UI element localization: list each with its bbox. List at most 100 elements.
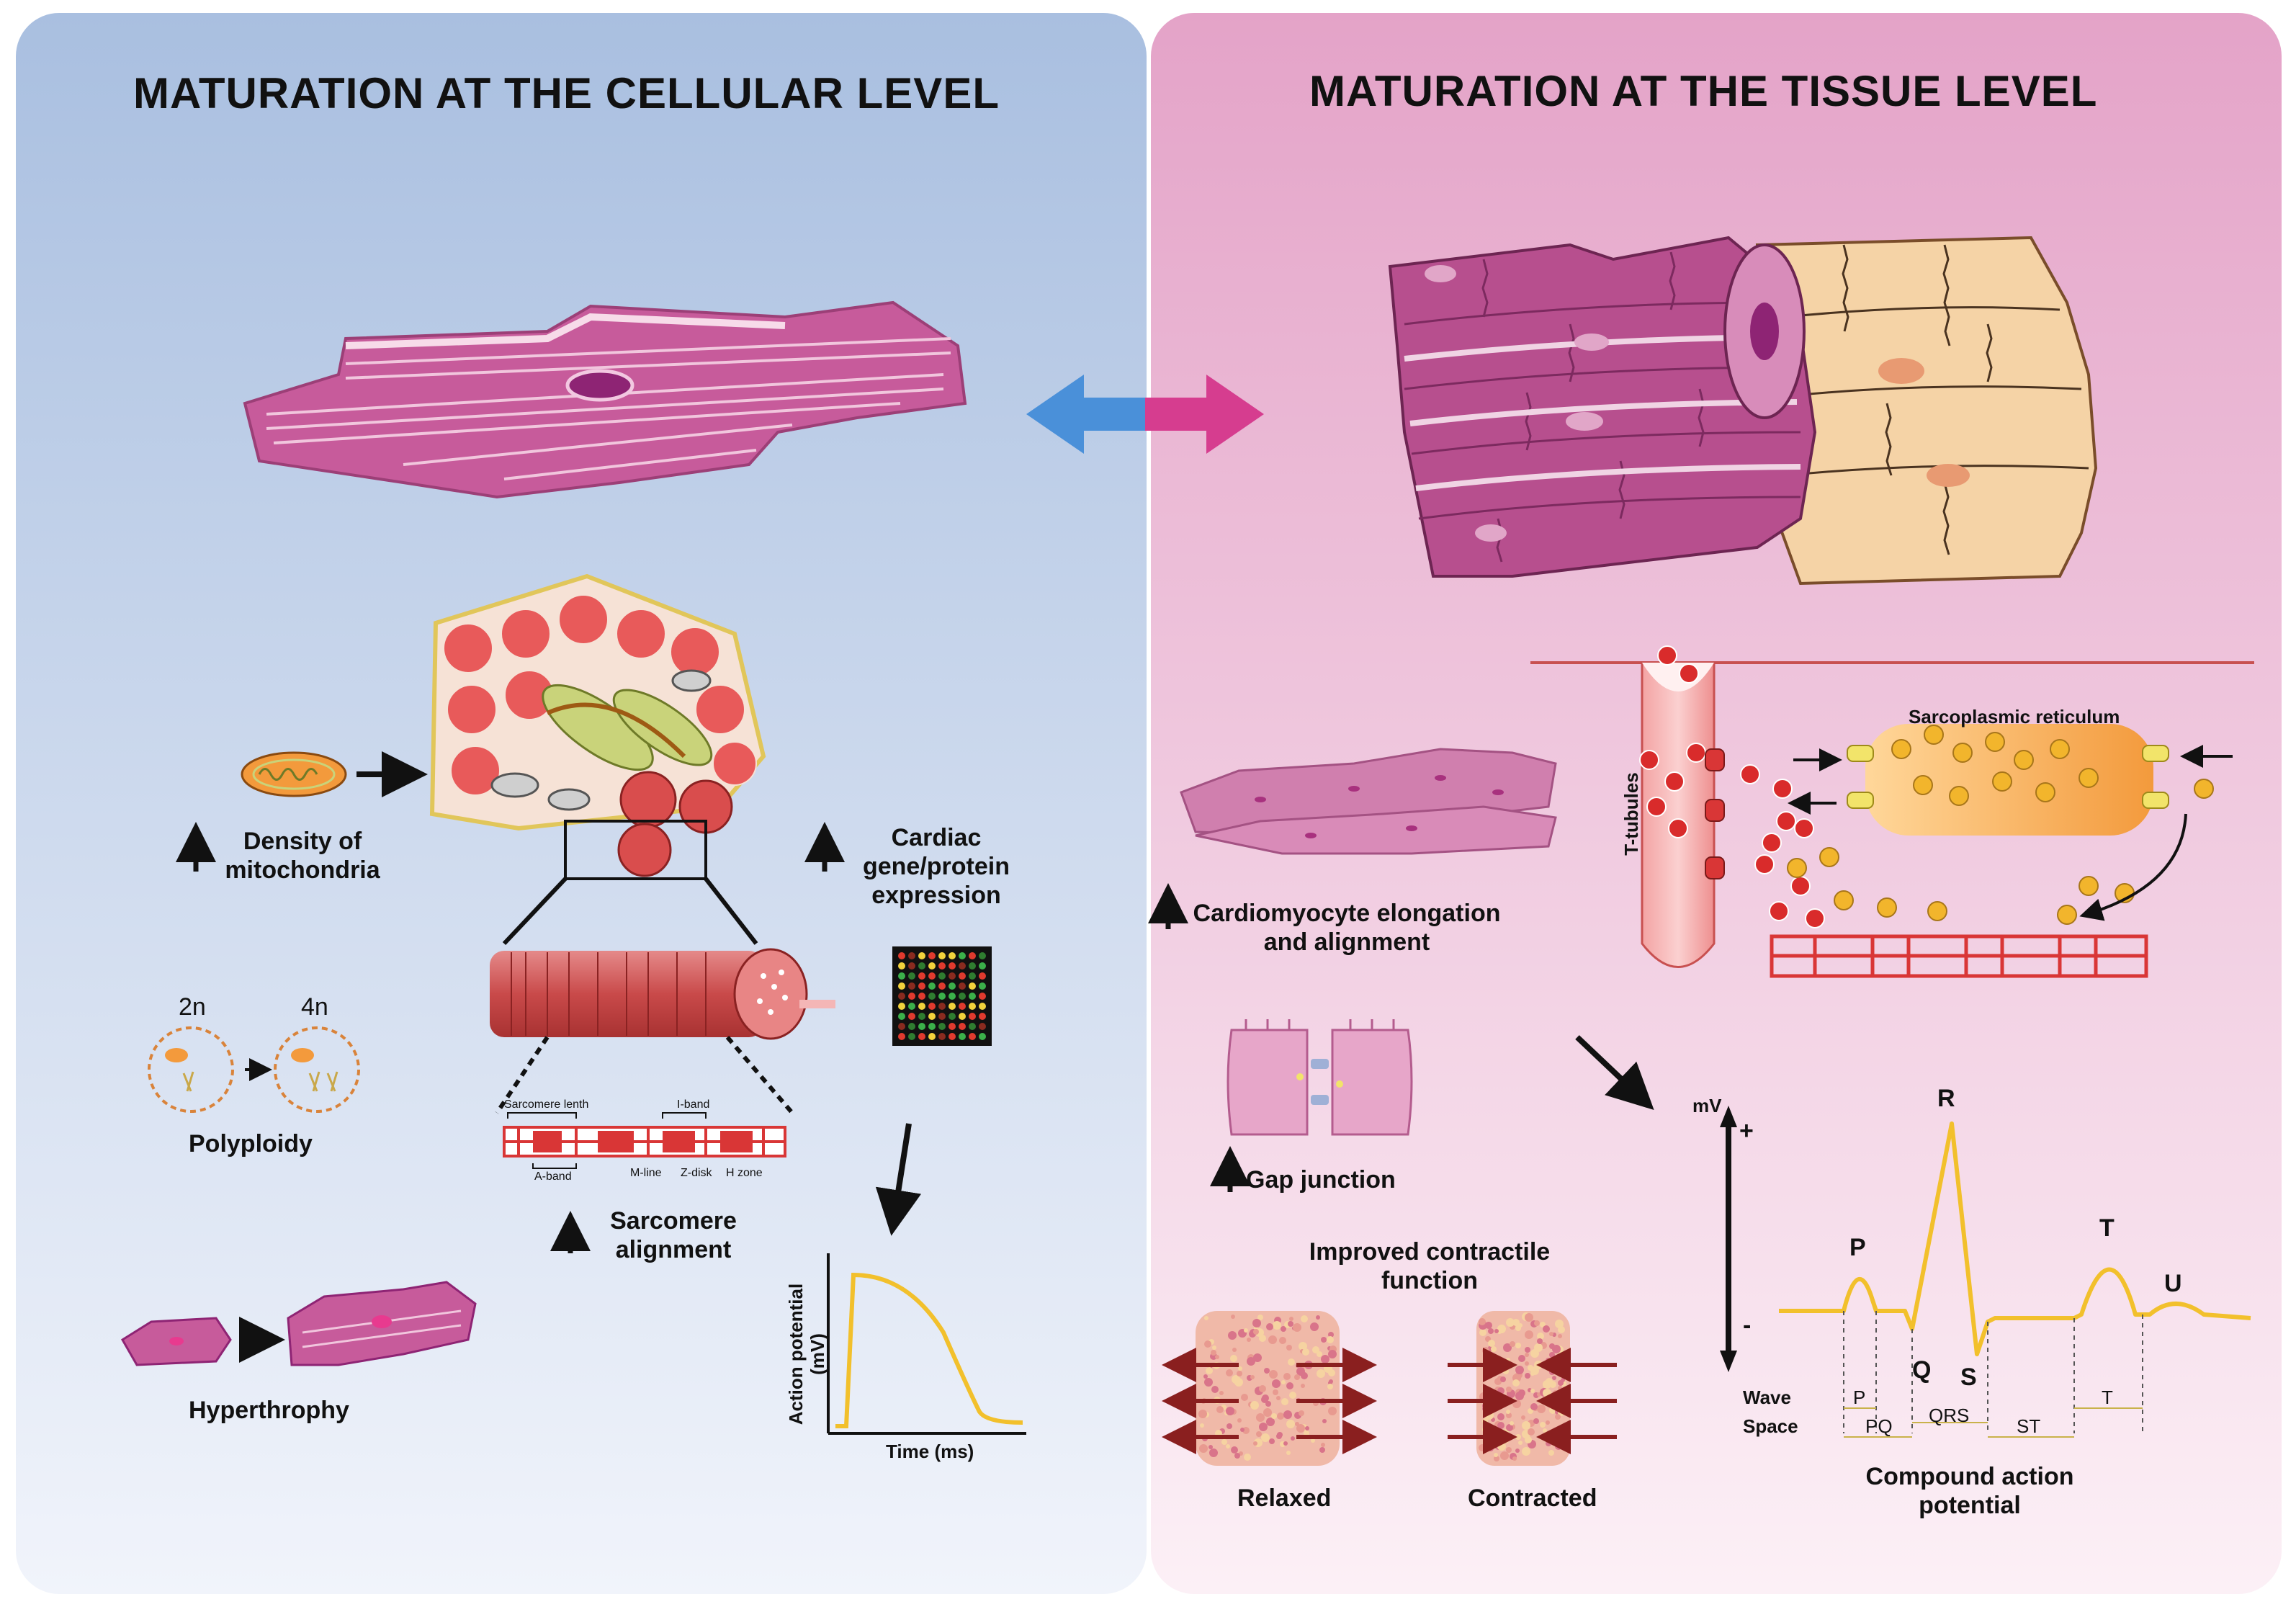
up-arrows-cellular	[176, 822, 845, 1253]
sr-label: Sarcoplasmic reticulum	[1909, 706, 2120, 727]
ecg-minus: -	[1743, 1312, 1752, 1339]
tissue-texture-dot	[1209, 1448, 1218, 1457]
tissue-texture-dot	[1261, 1396, 1268, 1403]
tissue-texture-dot	[1506, 1387, 1512, 1392]
ecg-plus: +	[1739, 1117, 1754, 1145]
calcium-ion-red	[1772, 779, 1793, 799]
tissue-title: MATURATION AT THE TISSUE LEVEL	[1309, 67, 2098, 115]
microarray-spot	[949, 1013, 956, 1020]
calcium-ion-gold	[2050, 739, 2070, 759]
tissue-texture-dot	[1227, 1423, 1232, 1429]
tissue-texture-dot	[1327, 1384, 1333, 1389]
tissue-texture-dot	[1211, 1386, 1219, 1393]
tissue-texture-dot	[1485, 1322, 1492, 1329]
microarray-spot	[928, 962, 936, 970]
microarray-spot	[918, 952, 925, 959]
calcium-ion-red	[1686, 743, 1706, 763]
tissue-texture-dot	[1530, 1389, 1535, 1393]
tissue-texture-dot	[1518, 1355, 1525, 1362]
tissue-texture-dot	[1204, 1378, 1213, 1387]
tissue-texture-dot	[1525, 1353, 1529, 1357]
tissue-texture-dot	[1488, 1446, 1494, 1451]
tissue-texture-dot	[1543, 1325, 1550, 1333]
tissue-texture-dot	[1283, 1441, 1288, 1446]
tissue-texture-dot	[1546, 1420, 1550, 1425]
microarray-spot	[949, 962, 956, 970]
microarray-spot	[969, 962, 976, 970]
microarray-spot	[908, 982, 915, 990]
tissue-texture-dot	[1497, 1442, 1506, 1451]
tissue-texture-dot	[1311, 1438, 1315, 1443]
bidirectional-arrow	[1026, 375, 1264, 454]
tissue-texture-dot	[1203, 1374, 1208, 1379]
tissue-texture-dot	[1232, 1348, 1237, 1352]
tissue-texture-dot	[1479, 1444, 1486, 1451]
calcium-ion-gold	[2078, 876, 2099, 896]
microarray-spot	[928, 1033, 936, 1040]
tissue-texture-dot	[1226, 1444, 1230, 1448]
tissue-texture-dot	[1291, 1436, 1295, 1441]
tissue-texture-dot	[1506, 1318, 1515, 1327]
ecg-plot	[1720, 1106, 2251, 1438]
tissue-texture-dot	[1555, 1414, 1561, 1420]
microarray-spot	[938, 972, 946, 980]
microarray-spot	[979, 1003, 986, 1010]
tissue-texture-dot	[1276, 1433, 1282, 1439]
microarray-spot	[928, 1003, 936, 1010]
tissue-texture-dot	[1288, 1321, 1293, 1327]
microarray-spot	[938, 982, 946, 990]
tissue-texture-dot	[1289, 1317, 1293, 1321]
tissue-texture-dot	[1510, 1421, 1514, 1425]
microarray-spot	[918, 1013, 925, 1020]
microarray-spot	[898, 982, 905, 990]
tissue-texture-dot	[1226, 1369, 1233, 1376]
microarray-spot	[949, 1023, 956, 1030]
tissue-texture-dot	[1494, 1453, 1498, 1457]
tissue-texture-dot	[1226, 1407, 1234, 1415]
sarcomere-length-label: Sarcomere lenth	[504, 1098, 589, 1111]
m-line-label: M-line	[630, 1167, 662, 1179]
microarray-spot	[969, 1013, 976, 1020]
tissue-texture-dot	[1277, 1412, 1284, 1420]
microarray-spot	[898, 952, 905, 959]
microarray-spot	[959, 972, 966, 980]
calcium-ion-red	[1740, 764, 1760, 784]
microarray-spot	[969, 1023, 976, 1030]
tissue-texture-dot	[1269, 1370, 1278, 1379]
microarray-spot	[949, 1003, 956, 1010]
microarray-spot	[959, 993, 966, 1000]
tissue-texture-dot	[1537, 1338, 1543, 1344]
channels	[1705, 745, 2169, 879]
microarray-spot	[928, 972, 936, 980]
tissue-texture-dot	[1522, 1447, 1530, 1456]
microarray-spot	[938, 1013, 946, 1020]
microarray-spot	[949, 952, 956, 959]
tissue-texture-dot	[1299, 1342, 1307, 1351]
tissue-texture-dot	[1279, 1337, 1286, 1344]
tissue-texture-dot	[1515, 1366, 1524, 1374]
ap-xlabel: Time (ms)	[886, 1441, 974, 1462]
tissue-texture-dot	[1263, 1408, 1272, 1417]
tissue-texture-dot	[1497, 1413, 1504, 1420]
tissue-texture-dot	[1283, 1373, 1291, 1380]
microarray-spot	[898, 962, 905, 970]
tissue-texture-dot	[1522, 1421, 1530, 1430]
tissue-texture-dot	[1286, 1451, 1291, 1455]
calcium-ion-gold	[1891, 739, 1911, 759]
mitochondria-section	[429, 573, 766, 880]
tissue-texture-dot	[1247, 1338, 1251, 1342]
microarray-spot	[898, 993, 905, 1000]
elongation-label: Cardiomyocyte elongation and alignment	[1193, 900, 1501, 956]
calcium-ion-red	[1805, 908, 1825, 928]
gap-junction-label: Gap junction	[1246, 1166, 1396, 1194]
tissue-texture-dot	[1521, 1415, 1525, 1420]
microarray-spot	[959, 1013, 966, 1020]
contractile-tissue	[1162, 1311, 1617, 1466]
tissue-texture-dot	[1540, 1422, 1546, 1428]
microarray-spot	[969, 982, 976, 990]
calcium-ion-gold	[1819, 847, 1839, 867]
tissue-texture-dot	[1500, 1451, 1509, 1460]
tissue-texture-dot	[1281, 1380, 1286, 1384]
microarray-spot	[969, 1033, 976, 1040]
tissue-texture-dot	[1327, 1336, 1334, 1343]
